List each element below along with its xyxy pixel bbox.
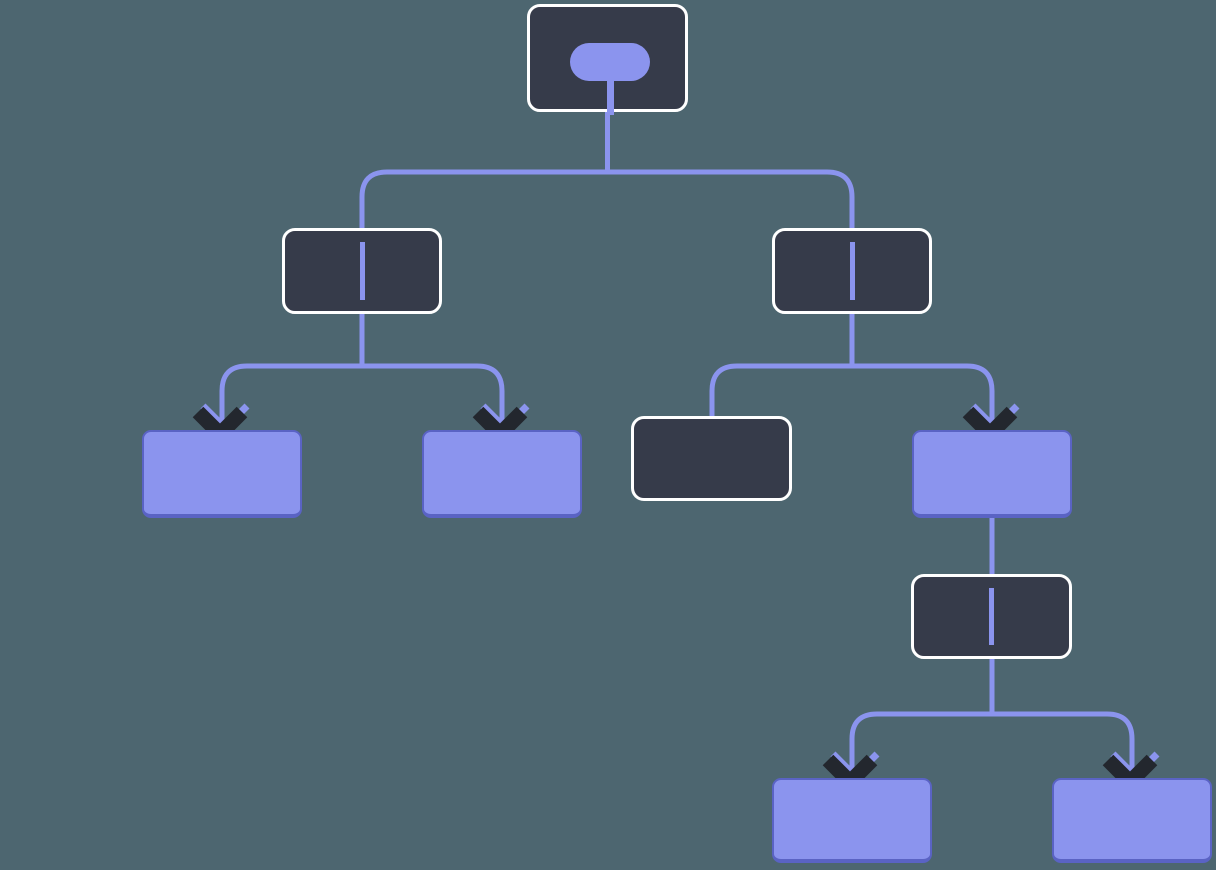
edge-connector bbox=[992, 711, 1135, 782]
tree-node-n3[interactable] bbox=[142, 430, 302, 518]
edge-connector bbox=[849, 711, 992, 782]
edge-connector bbox=[219, 363, 362, 434]
tree-node-n9[interactable] bbox=[1052, 778, 1212, 863]
node-pill-badge bbox=[570, 43, 650, 81]
tree-node-n6[interactable] bbox=[912, 430, 1072, 518]
node-passthrough-connector bbox=[849, 242, 855, 300]
tree-node-n8[interactable] bbox=[772, 778, 932, 863]
node-passthrough-connector bbox=[989, 588, 994, 645]
edge-connector bbox=[852, 363, 995, 434]
edge-connector bbox=[607, 169, 855, 314]
edge-connector bbox=[362, 363, 505, 434]
tree-node-n0[interactable] bbox=[527, 4, 688, 115]
edge-connector bbox=[359, 169, 608, 314]
tree-node-n4[interactable] bbox=[422, 430, 582, 518]
node-passthrough-connector bbox=[359, 242, 365, 300]
edge-connector bbox=[709, 363, 852, 418]
node-pill-stem bbox=[607, 81, 614, 115]
tree-node-n5[interactable] bbox=[631, 416, 792, 501]
